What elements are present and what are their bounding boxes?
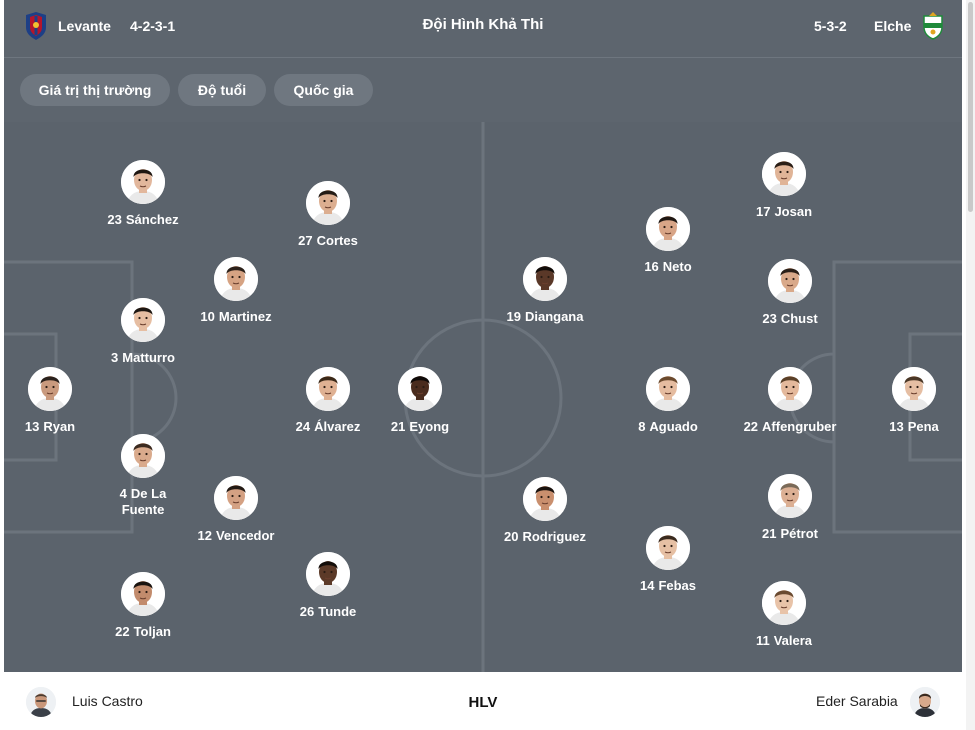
player-photo — [306, 367, 350, 411]
lineup-header: Levante 4-2-3-1 Đội Hình Khả Thi 5-3-2 E… — [4, 0, 962, 58]
pitch-markings — [4, 122, 962, 672]
player-photo — [306, 552, 350, 596]
player-photo — [214, 476, 258, 520]
player-photo — [121, 160, 165, 204]
player-photo — [768, 474, 812, 518]
elche-crest-icon — [923, 12, 943, 40]
home-team-name: Levante — [58, 18, 111, 34]
filter-bar: Giá trị thị trường Độ tuổi Quốc gia — [4, 58, 962, 122]
scrollbar-track[interactable] — [966, 0, 975, 730]
home-coach-avatar[interactable] — [26, 687, 56, 717]
player-photo — [762, 152, 806, 196]
player-photo — [646, 207, 690, 251]
player-photo — [121, 572, 165, 616]
away-coach-name[interactable]: Eder Sarabia — [816, 693, 898, 709]
player-photo — [121, 434, 165, 478]
player-photo — [121, 298, 165, 342]
levante-crest-icon — [26, 12, 46, 40]
player-photo — [28, 367, 72, 411]
coach-bar: Luis Castro HLV Eder Sarabia — [4, 672, 962, 730]
player-photo — [214, 257, 258, 301]
filter-nationality-chip[interactable]: Quốc gia — [274, 74, 373, 106]
coach-label: HLV — [468, 694, 498, 711]
player-photo — [646, 367, 690, 411]
player-photo — [646, 526, 690, 570]
player-photo — [762, 581, 806, 625]
player-photo — [306, 181, 350, 225]
coach-face-icon — [910, 687, 940, 717]
player-photo — [523, 477, 567, 521]
home-formation: 4-2-3-1 — [130, 18, 176, 34]
scrollbar-thumb[interactable] — [968, 2, 973, 212]
away-team-name: Elche — [874, 18, 912, 34]
player-photo — [768, 367, 812, 411]
away-coach-avatar[interactable] — [910, 687, 940, 717]
lineup-title: Đội Hình Khả Thi — [422, 16, 544, 33]
player-photo — [892, 367, 936, 411]
filter-age-chip[interactable]: Độ tuổi — [178, 74, 266, 106]
away-formation: 5-3-2 — [814, 18, 847, 34]
player-photo — [398, 367, 442, 411]
player-photo — [523, 257, 567, 301]
filter-market-value-chip[interactable]: Giá trị thị trường — [20, 74, 170, 106]
coach-face-icon — [26, 687, 56, 717]
player-photo — [768, 259, 812, 303]
home-coach-name[interactable]: Luis Castro — [72, 693, 143, 709]
